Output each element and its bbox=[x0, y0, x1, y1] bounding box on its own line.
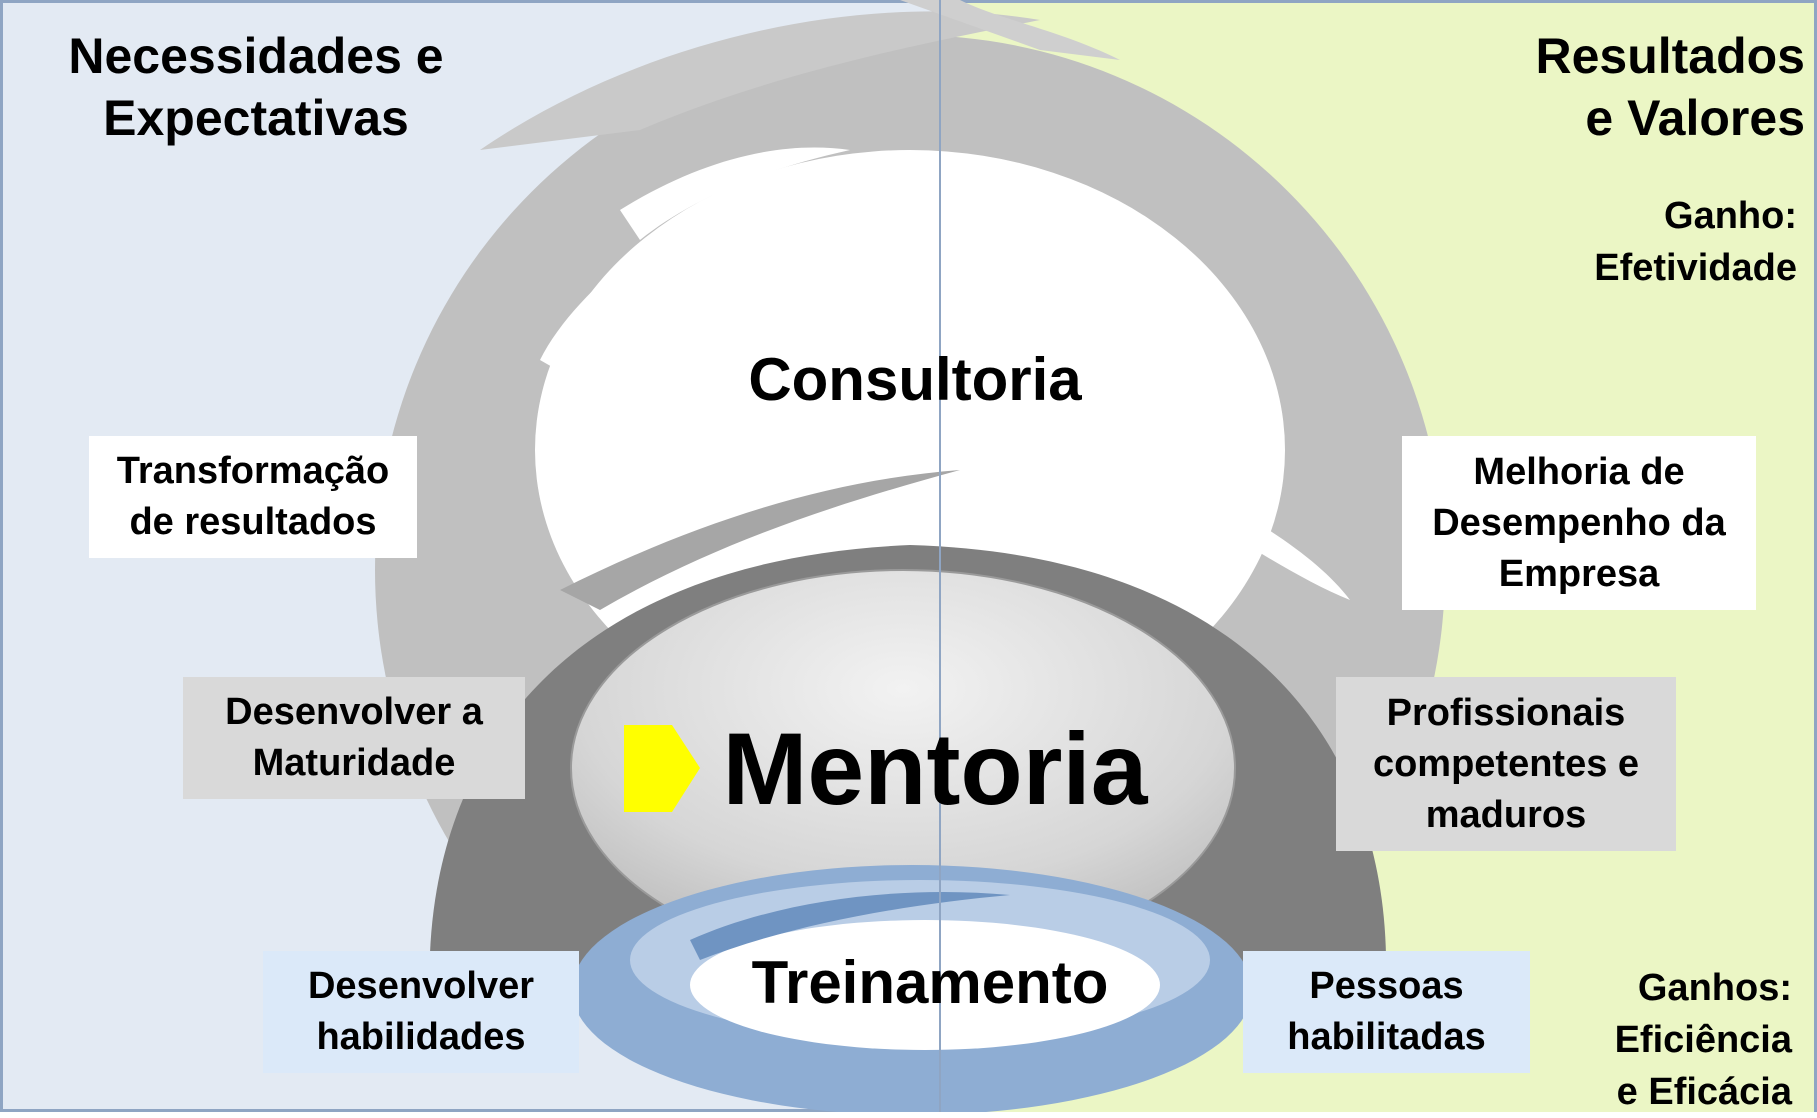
treinamento-label: Treinamento bbox=[751, 949, 1109, 1016]
treinamento-interior bbox=[690, 920, 1160, 1050]
box-pessoas: Pessoas habilitadas bbox=[1243, 951, 1530, 1073]
box-line: Desempenho da bbox=[1432, 501, 1726, 544]
box-line: Profissionais bbox=[1386, 691, 1626, 734]
brush-streak bbox=[690, 892, 1010, 960]
brush-streak bbox=[560, 470, 960, 610]
box-profissionais: Profissionais competentes e maduros bbox=[1336, 677, 1676, 851]
box-line: de resultados bbox=[129, 501, 377, 543]
box-line: competentes e bbox=[1372, 742, 1640, 785]
box-melhoria: Melhoria de Desempenho da Empresa bbox=[1402, 436, 1756, 610]
box-line: Melhoria de bbox=[1473, 450, 1685, 493]
needs-title: Necessidades e Expectativas bbox=[36, 25, 476, 149]
gain-line: Ganho: bbox=[1664, 195, 1797, 237]
brush-stroke bbox=[900, 0, 1120, 60]
brush-streak bbox=[540, 250, 640, 380]
box-habilidades: Desenvolver habilidades bbox=[263, 951, 579, 1073]
box-line: habilidades bbox=[316, 1016, 526, 1058]
box-transformacao: Transformação de resultados bbox=[89, 436, 417, 558]
gain-line: Ganhos: bbox=[1637, 967, 1792, 1009]
box-line: habilitadas bbox=[1287, 1016, 1486, 1058]
brush-streak bbox=[620, 147, 850, 240]
consultoria-label: Consultoria bbox=[748, 346, 1082, 413]
needs-title-line: Expectativas bbox=[103, 90, 409, 146]
results-title: Resultados e Valores bbox=[1385, 25, 1805, 149]
box-maturidade: Desenvolver a Maturidade bbox=[183, 677, 525, 799]
mentoria-label: Mentoria bbox=[722, 712, 1148, 826]
brush-streak bbox=[1180, 480, 1350, 600]
results-title-line: Resultados bbox=[1535, 28, 1805, 84]
gain-line: Eficiência bbox=[1614, 1019, 1792, 1061]
box-line: Empresa bbox=[1498, 552, 1660, 595]
gain-effectiveness: Ganho: Efetividade bbox=[1417, 190, 1797, 294]
box-line: Maturidade bbox=[252, 742, 456, 784]
box-line: maduros bbox=[1425, 793, 1587, 836]
accent-arrow-icon bbox=[624, 725, 700, 812]
box-line: Pessoas bbox=[1309, 965, 1464, 1007]
gain-line: Efetividade bbox=[1594, 247, 1797, 289]
needs-title-line: Necessidades e bbox=[68, 28, 444, 84]
gain-efficiency: Ganhos: Eficiência e Eficácia bbox=[1412, 962, 1792, 1118]
box-line: Transformação bbox=[116, 450, 390, 492]
results-title-line: e Valores bbox=[1585, 90, 1805, 146]
box-line: Desenvolver bbox=[307, 965, 534, 1007]
brush-stroke bbox=[480, 11, 1040, 150]
box-line: Desenvolver a bbox=[225, 691, 483, 733]
gain-line: e Eficácia bbox=[1616, 1071, 1792, 1113]
